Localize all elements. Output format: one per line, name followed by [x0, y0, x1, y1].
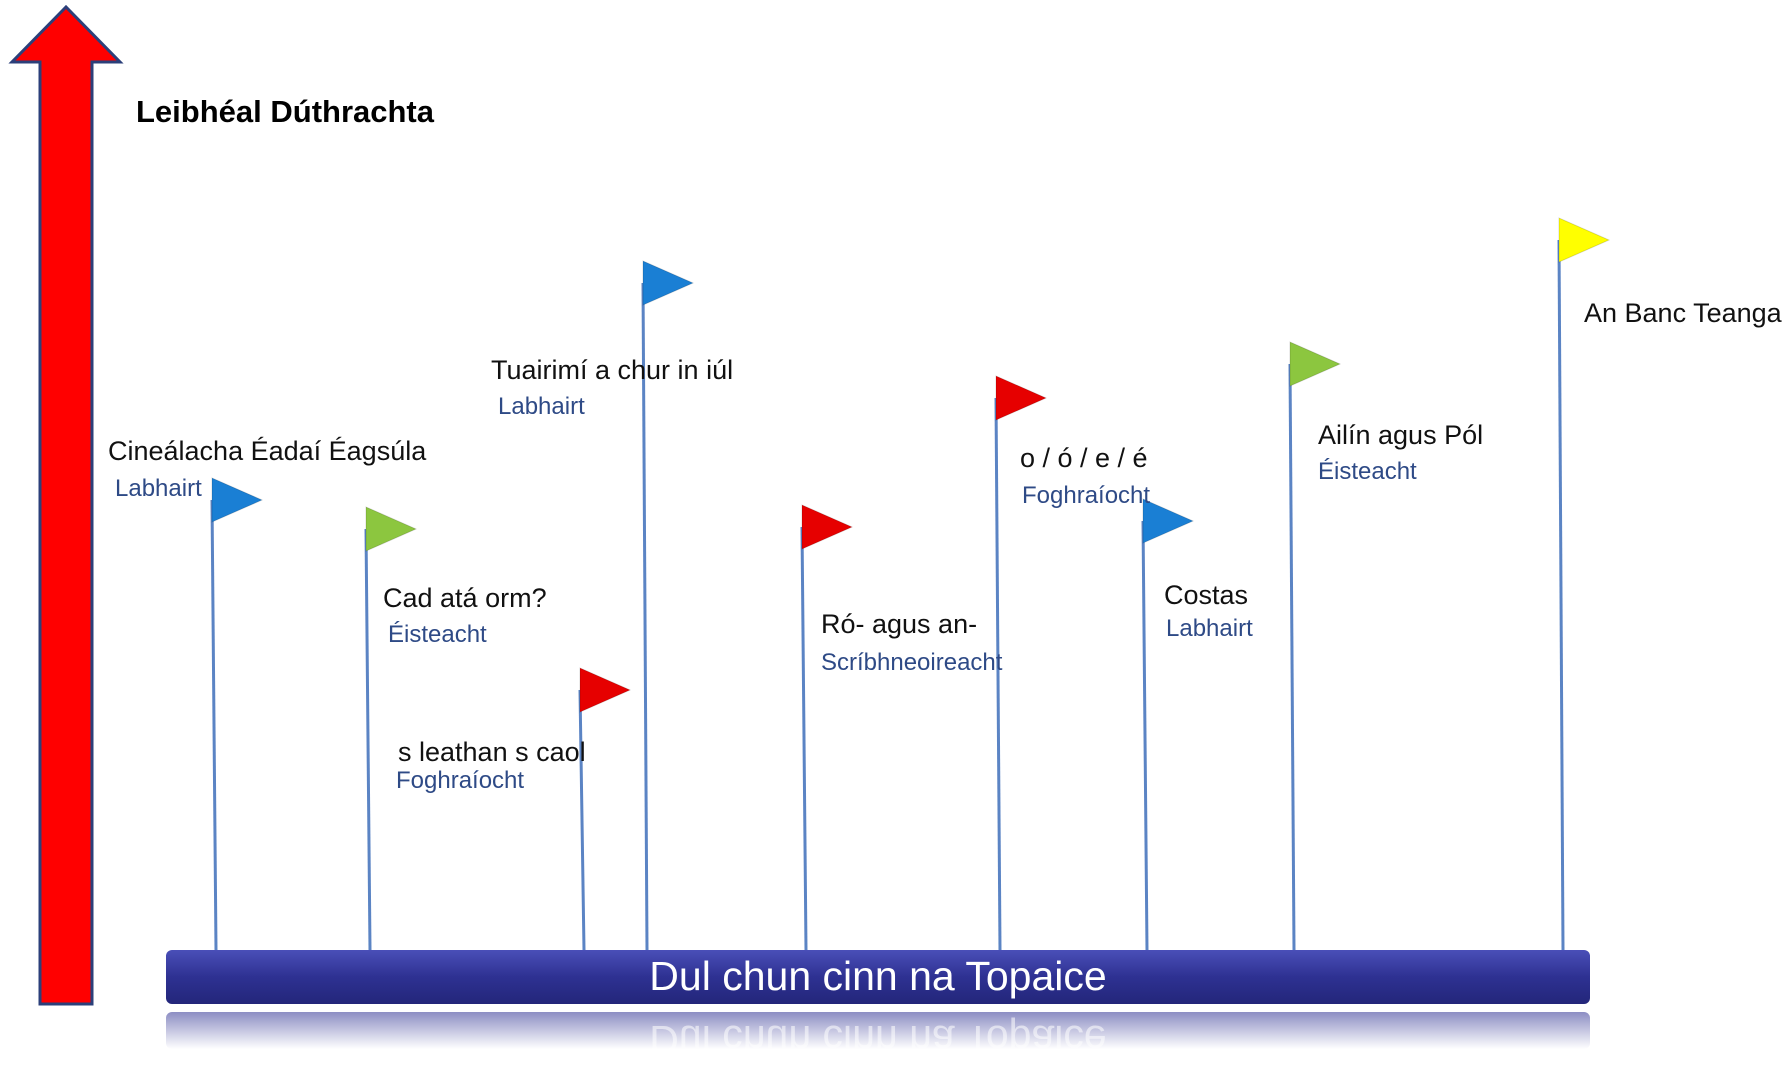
flag-skill-label: Labhairt: [498, 393, 585, 420]
flag-red-pennant: [579, 667, 632, 713]
flag-topic-label: Costas: [1164, 580, 1249, 610]
level-arrow: [8, 4, 124, 1006]
flag-pole: [210, 499, 218, 951]
flag-topic-label: Cad atá orm?: [383, 583, 547, 613]
flag-skill-label: Scríbhneoireacht: [821, 649, 1003, 676]
flag-pole: [364, 528, 372, 951]
flag-topic-label: s leathan s caol: [398, 737, 586, 767]
flag-blue-pennant: [211, 477, 264, 523]
flag-skill-label: Labhairt: [1166, 615, 1253, 642]
progress-bar-reflection: [166, 1012, 1590, 1049]
flag-red-pennant: [801, 504, 854, 550]
flag-topic-label: Tuairimí a chur in iúl: [491, 355, 734, 385]
progress-bar-label: Dul chun cinn na Topaice: [649, 953, 1107, 999]
flag-topic-label: An Banc Teanga: [1584, 298, 1782, 328]
flag-topic-label: Cineálacha Éadaí Éagsúla: [108, 436, 427, 466]
flag-topic-label: o / ó / e / é: [1020, 443, 1148, 473]
flag-skill-label: Foghraíocht: [1022, 482, 1151, 509]
flag-pole: [1557, 239, 1565, 951]
flag-skill-label: Éisteacht: [1318, 458, 1417, 485]
flag-skill-label: Labhairt: [115, 475, 202, 502]
flag-skill-label: Éisteacht: [388, 621, 487, 648]
flag-pole: [1288, 363, 1296, 951]
flag-pole: [641, 282, 649, 951]
axis-title: Leibhéal Dúthrachta: [136, 94, 434, 129]
flag-green-pennant: [1289, 341, 1342, 387]
flag-pole: [1141, 520, 1149, 951]
flag-blue-pennant: [1142, 498, 1195, 544]
flag-pole: [800, 526, 808, 951]
flag-red-pennant: [995, 375, 1048, 421]
flag-green-pennant: [365, 506, 418, 552]
flag-topic-label: Ailín agus Pól: [1318, 420, 1484, 450]
progress-bar: [166, 950, 1590, 1004]
flag-blue-pennant: [642, 260, 695, 306]
progress-bar-label-reflection: Dul chun cinn na Topaice: [649, 1017, 1107, 1063]
flag-pole: [578, 689, 586, 951]
flag-skill-label: Foghraíocht: [396, 767, 525, 794]
flag-topic-label: Ró- agus an-: [821, 609, 978, 639]
flag-pole: [994, 397, 1002, 951]
flag-yellow-pennant: [1558, 217, 1611, 263]
